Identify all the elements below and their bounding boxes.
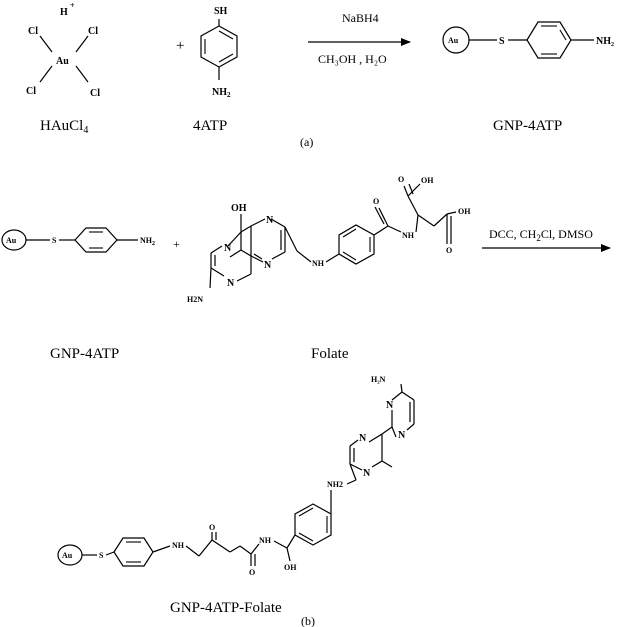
gnp-4atp-folate-structure: Au S NH O O NH OH NH2 [57,375,415,577]
alpha-oh-label: OH [421,176,434,185]
gold-np-label-b: Au [6,236,17,245]
h-plus-charge: + [70,1,75,10]
au-center-label: Au [56,56,69,67]
alpha-carbonyl-o-label: O [398,175,404,184]
folate-nh-label: NH [312,259,325,268]
product-ptr-n2-label: N [363,468,371,479]
folate-n5-label: N [266,215,274,226]
haucl4-structure: H + Au Cl Cl Cl Cl [26,1,100,99]
folate-n3-label: N [224,243,232,254]
product-ptr-n4-label: N [398,430,406,441]
cl-top-right-label: Cl [88,26,98,37]
gold-np-label-product: Au [62,551,73,560]
product-nh-amide-label: NH [259,536,272,545]
folate-oh-label: OH [231,203,247,214]
product-h2n-label: H₂N [371,375,386,384]
folate-structure: N N N N OH H2N NH O NH O OH [187,175,471,304]
gold-np-label: Au [448,36,459,45]
product-ptr-n3-label: N [386,400,394,411]
gnp-4atp-folate-name: GNP-4ATP-Folate [170,600,282,616]
amide-nh-label: NH [402,231,415,240]
h-plus-label: H [60,7,68,18]
sulfur-label-b: S [52,236,57,245]
product-nh-aniline-label: NH [172,541,185,550]
gnp-4atp-name-a: GNP-4ATP [493,118,562,134]
product-oh-label: OH [284,563,297,572]
plus-sign-a: + [176,38,184,54]
gnp-4atp-name-b: GNP-4ATP [50,346,119,362]
product-ptr-n1-label: N [359,433,367,444]
panel-label-b: (b) [301,614,315,627]
cl-bottom-left-label: Cl [26,86,36,97]
folate-h2n-label: H2N [187,295,203,304]
sh-label: SH [214,6,228,17]
folate-n8-label: N [264,260,272,271]
gnp-4atp-product-structure: Au S NH₂ [442,21,614,59]
panel-label-a: (a) [300,135,313,149]
product-ketone-o-label: O [209,523,215,532]
cl-top-left-label: Cl [28,26,38,37]
product-nh2-linker-label: NH2 [327,480,343,489]
cl-bottom-right-label: Cl [90,88,100,99]
folate-n1-label: N [227,278,235,289]
atp-nh2-label: NH2 [212,87,231,99]
folate-name: Folate [311,346,349,362]
conditions-b: DCC, CH2Cl, DMSO [489,227,593,243]
product-amide-o-label: O [249,568,255,577]
sulfur-label-product: S [99,551,104,560]
nh2-label-b: NH2 [140,236,155,247]
conditions-nabh4: NaBH4 [342,11,379,25]
amide-o-label: O [373,197,379,206]
gnp-4atp-reactant-structure: Au S NH2 [1,227,155,253]
atp-name: 4ATP [193,118,227,134]
atp-structure: SH NH2 [200,6,238,99]
haucl4-name: HAuCl4 [40,118,88,136]
sulfur-label: S [499,36,505,47]
plus-sign-b: + [173,237,180,251]
product-a-nh2-label: NH₂ [596,36,614,47]
gamma-oh-label: OH [458,207,471,216]
conditions-solvent: CH₃OH , H₂O [318,52,387,66]
gamma-carbonyl-o-label: O [446,246,452,255]
